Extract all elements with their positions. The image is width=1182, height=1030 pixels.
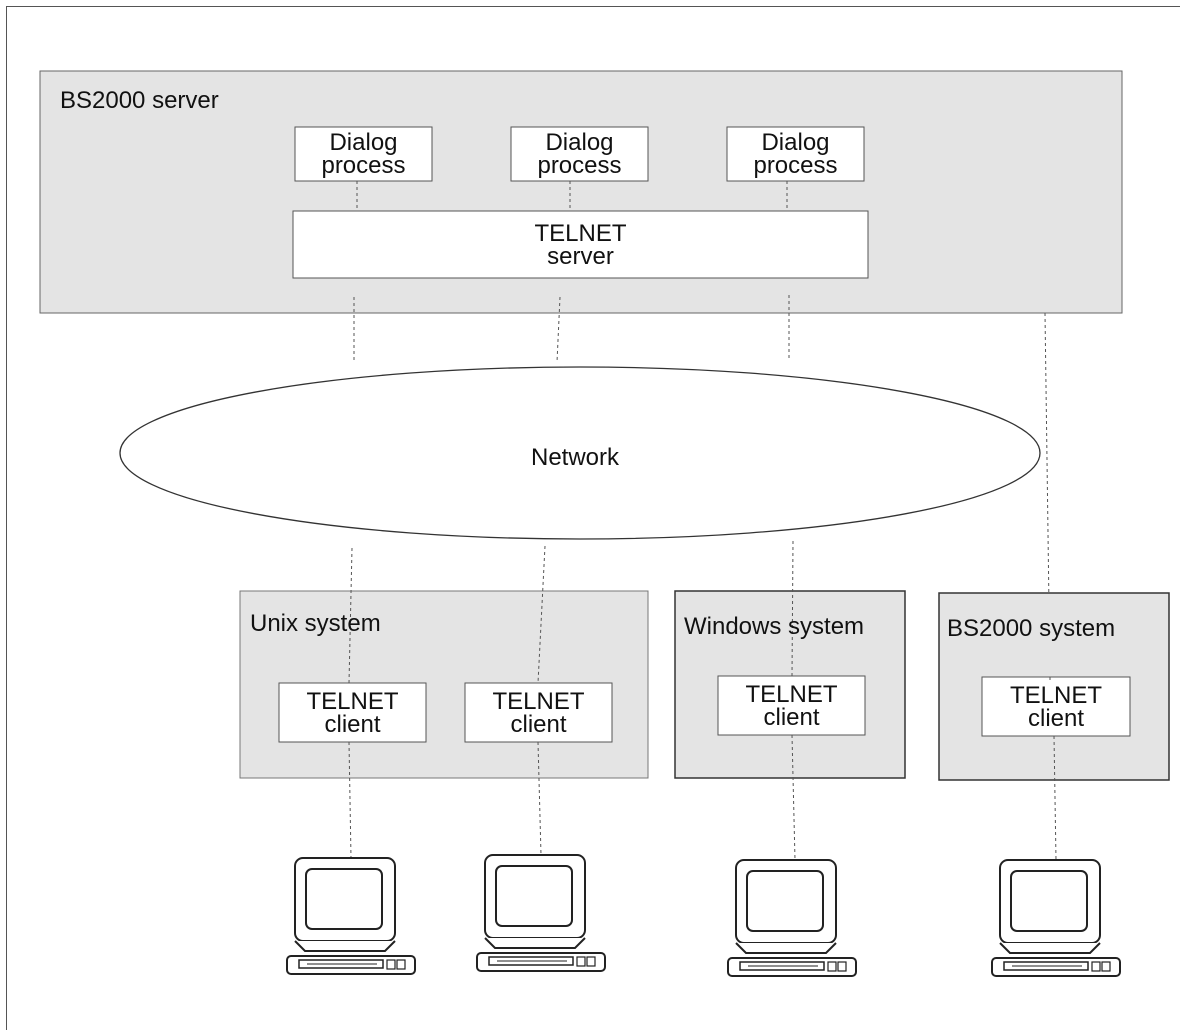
telnet-client-line1: TELNET <box>1009 682 1102 709</box>
dialog-process-line1: Dialog <box>761 129 830 156</box>
computer-terminal-icon <box>476 854 606 972</box>
dialog-process-label-2: Dialog process <box>511 128 648 180</box>
server-network-connectors <box>353 295 1051 681</box>
dialog-process-label-1: Dialog process <box>295 128 432 180</box>
telnet-client-label-3: TELNET client <box>718 678 865 734</box>
telnet-client-box-3 <box>717 675 866 736</box>
telnet-client-box-4 <box>981 676 1131 737</box>
telnet-server-line2: server <box>547 242 614 270</box>
computer-terminal-icon <box>286 857 416 975</box>
telnet-server-line1: TELNET <box>534 219 627 247</box>
telnet-client-label-4: TELNET client <box>982 679 1130 735</box>
network-ellipse <box>119 366 1041 540</box>
dialog-process-line1: Dialog <box>329 129 398 156</box>
client-connectors <box>348 540 1057 861</box>
telnet-client-line2: client <box>510 711 567 738</box>
computer-terminal-icon <box>727 859 857 977</box>
telnet-client-line1: TELNET <box>492 688 585 715</box>
telnet-server-label: TELNET server <box>293 211 868 278</box>
diagram-frame <box>6 6 1180 1030</box>
telnet-client-line1: TELNET <box>306 688 399 715</box>
unix-system-title: Unix system <box>250 610 381 637</box>
telnet-client-label-2: TELNET client <box>465 685 612 741</box>
dialog-process-line1: Dialog <box>545 129 614 156</box>
dialog-process-line2: process <box>537 152 622 179</box>
dialog-process-label-3: Dialog process <box>727 128 864 180</box>
telnet-client-label-1: TELNET client <box>279 685 426 741</box>
dialog-process-line2: process <box>321 152 406 179</box>
bs2000-system-title: BS2000 system <box>947 615 1116 642</box>
server-title: BS2000 server <box>60 87 219 114</box>
dialog-process-box-2 <box>510 126 649 182</box>
computer-terminal-icon <box>991 859 1121 977</box>
dialog-process-box-3 <box>726 126 865 182</box>
telnet-server-box <box>292 210 869 279</box>
telnet-client-line1: TELNET <box>745 681 838 708</box>
network-label: Network <box>531 444 620 471</box>
telnet-client-box-1 <box>278 682 427 743</box>
telnet-client-line2: client <box>324 711 381 738</box>
dialog-process-line2: process <box>753 152 838 179</box>
telnet-client-line2: client <box>763 704 820 731</box>
windows-system-title: Windows system <box>684 613 865 640</box>
server-connectors <box>356 181 788 211</box>
dialog-process-box-1 <box>294 126 433 182</box>
telnet-client-line2: client <box>1027 705 1085 732</box>
